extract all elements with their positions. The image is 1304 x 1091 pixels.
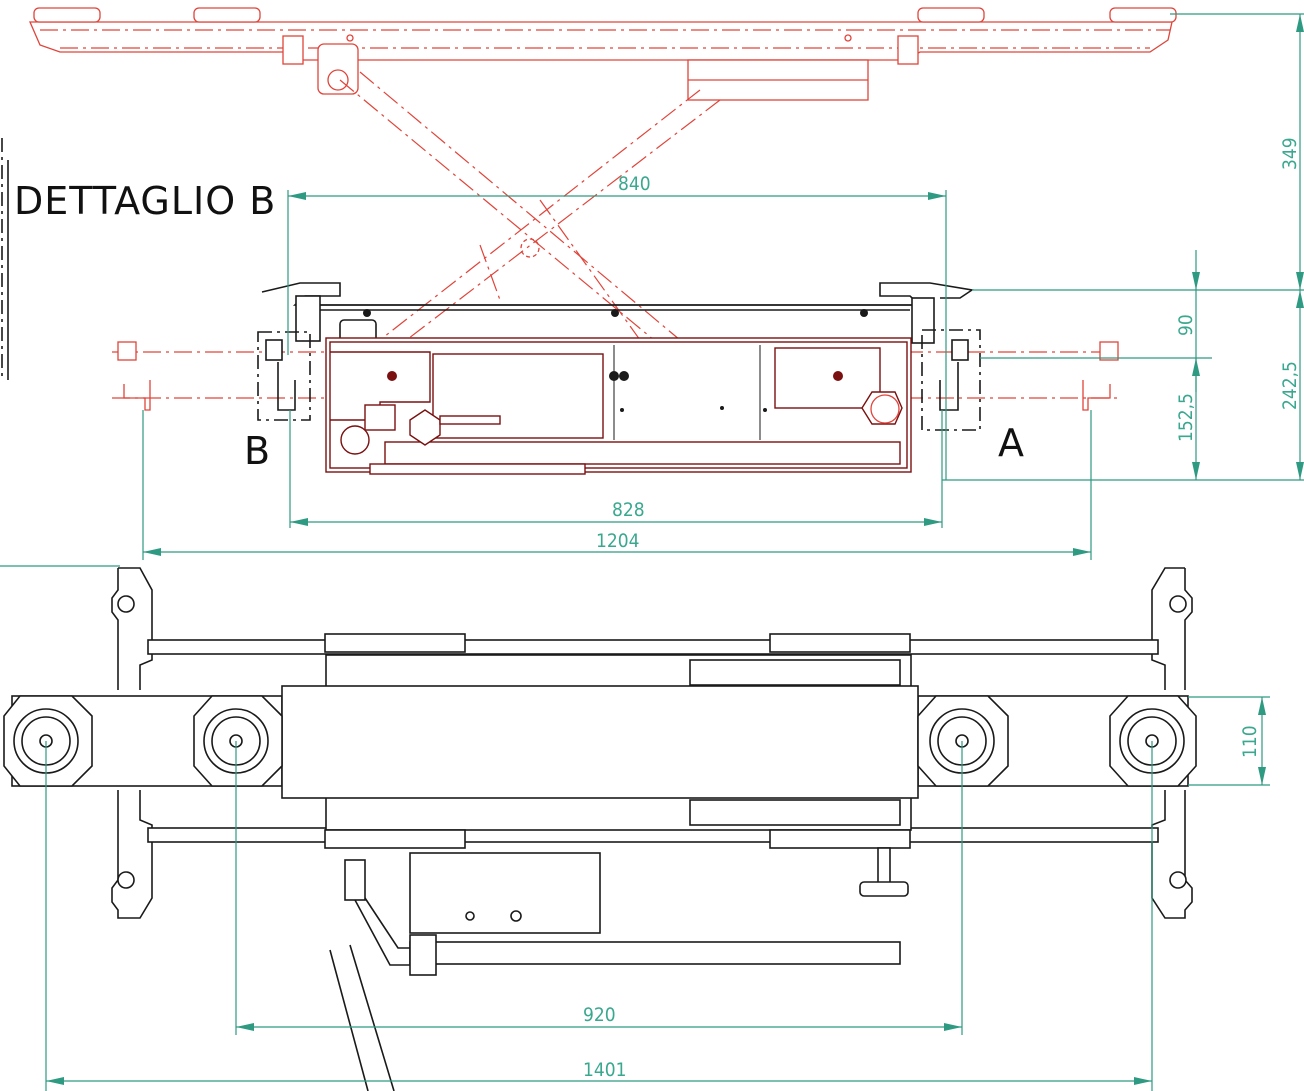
marker-a: A [998, 421, 1025, 465]
detail-b-frame [1, 138, 9, 380]
marker-b: B [244, 429, 271, 473]
lowered-position-view [257, 282, 981, 475]
dim-349: 349 [1279, 137, 1301, 170]
dimension-lines [0, 13, 1304, 1091]
dim-828: 828 [612, 499, 645, 521]
dim-152-5: 152,5 [1175, 393, 1197, 442]
dim-242-5: 242,5 [1279, 361, 1301, 410]
pad-outer-right [1109, 695, 1197, 787]
top-view [3, 567, 1197, 1091]
pad-inner-left [193, 695, 283, 787]
raised-position-view [29, 7, 1177, 411]
dim-90: 90 [1175, 314, 1197, 336]
pad-outer-left [3, 695, 93, 787]
pad-inner-right [917, 695, 1009, 787]
dim-840: 840 [618, 173, 651, 195]
dim-1204: 1204 [596, 530, 640, 552]
dim-920: 920 [583, 1004, 616, 1026]
dim-110: 110 [1239, 725, 1261, 758]
dim-1401: 1401 [583, 1059, 627, 1081]
detail-b-label: DETTAGLIO B [14, 179, 276, 223]
